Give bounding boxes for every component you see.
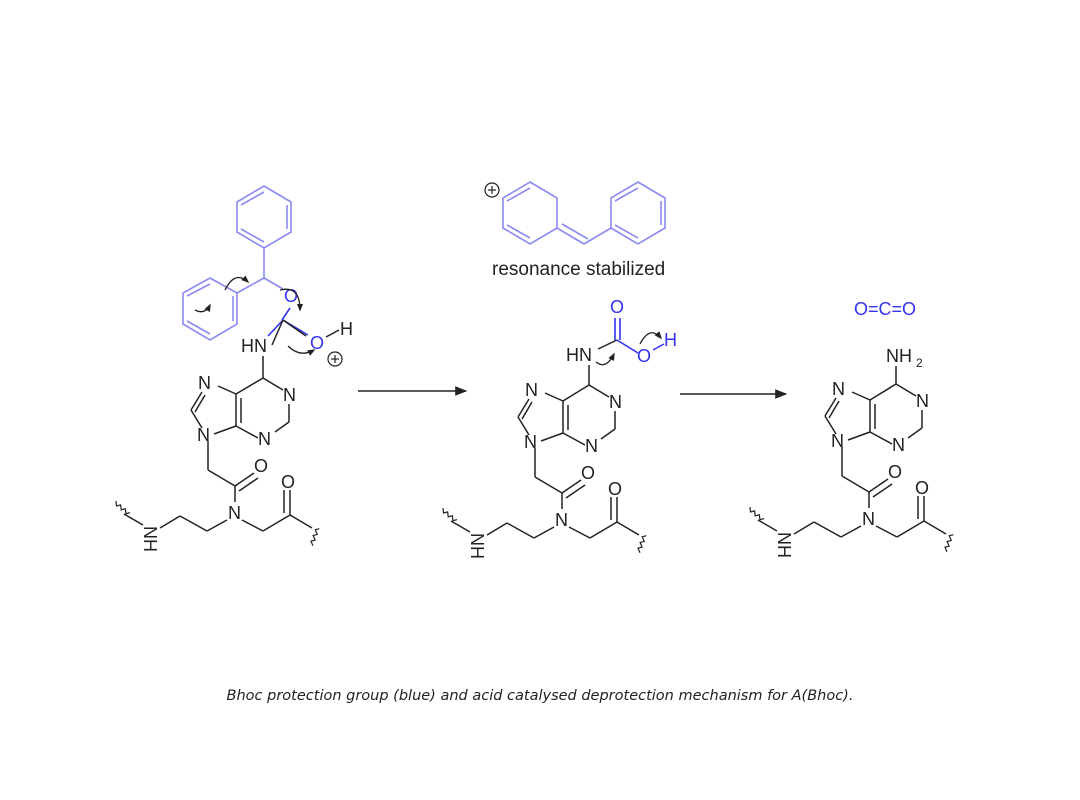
backbone-bonds-3 [757, 496, 947, 538]
benzhydryl-bonds [236, 248, 284, 294]
atom-label-h: H [340, 319, 353, 339]
atom-label-n3-3: N [892, 435, 905, 455]
atom-label-n3: N [258, 429, 271, 449]
atom-label-n-backbone: N [228, 503, 241, 523]
purine-bonds-2 [517, 365, 616, 509]
atom-label-o-carbonyl-2: O [608, 479, 622, 499]
atom-label-n3-2: N [585, 436, 598, 456]
svg-text:NH: NH [774, 532, 794, 558]
atom-label-o-protonated: O [310, 333, 324, 353]
molecule-1-bhoc-protected: O O H HN [115, 185, 353, 552]
wavy-bond-icon [115, 500, 320, 547]
atom-label-nh2: NH [886, 346, 912, 366]
plus-charge-icon [484, 182, 500, 198]
svg-text:NH: NH [467, 533, 487, 559]
atom-label-n9: N [197, 425, 210, 445]
benzhydryl-cation: resonance stabilized [484, 181, 666, 280]
atom-label-n7-2: N [525, 380, 538, 400]
atom-label-o-carbonyl-3: O [915, 478, 929, 498]
atom-label-n7: N [198, 373, 211, 393]
carbamate-bonds [282, 319, 307, 337]
co2-label: O=C=O [854, 299, 916, 319]
wavy-bond-icon [749, 506, 954, 553]
purine-bonds-1 [190, 377, 290, 502]
atom-label-n-backbone-3: N [862, 509, 875, 529]
atom-label-n1-3: N [916, 391, 929, 411]
atom-label-n9-2: N [524, 432, 537, 452]
atom-label-h-acid: H [664, 330, 677, 350]
molecule-2-carbamic-acid: O O H HN [442, 297, 677, 559]
resonance-label: resonance stabilized [492, 259, 665, 280]
atom-label-nh2-subscript: 2 [916, 356, 923, 370]
atom-label-o-carbonyl: O [281, 472, 295, 492]
atom-label-o-amide-3: O [888, 462, 902, 482]
atom-label-n9-3: N [831, 431, 844, 451]
atom-label-n-backbone-2: N [555, 510, 568, 530]
atom-label-hn-2: HN [566, 345, 592, 365]
backbone-bonds-2 [450, 497, 640, 539]
curved-arrow-icon [194, 275, 316, 356]
atom-label-o-amide: O [254, 456, 268, 476]
purine-bonds-3 [824, 366, 923, 508]
curved-arrow-icon [595, 331, 663, 366]
svg-text:NH: NH [140, 526, 160, 552]
atom-label-o-acid: O [637, 346, 651, 366]
figure-caption: Bhoc protection group (blue) and acid ca… [226, 688, 854, 704]
atom-label-o-amide-2: O [581, 463, 595, 483]
atom-label-n1-2: N [609, 392, 622, 412]
backbone-nh: NH [140, 526, 160, 552]
atom-label-n1: N [283, 385, 296, 405]
left-phenyl-ring [182, 277, 238, 341]
backbone-nh-3: NH [774, 532, 794, 558]
plus-charge-icon [327, 351, 343, 367]
atom-label-n7-3: N [832, 379, 845, 399]
atom-label-hn: HN [241, 336, 267, 356]
atom-label-o-ester: O [284, 286, 298, 306]
top-phenyl-ring [236, 185, 292, 249]
backbone-bonds-1 [123, 490, 313, 532]
atom-label-o-carbonyl-blue: O [610, 297, 624, 317]
molecule-3-deprotected: O=C=O NH 2 N N N N O [749, 299, 954, 558]
wavy-bond-icon [442, 507, 647, 554]
backbone-nh-2: NH [467, 533, 487, 559]
